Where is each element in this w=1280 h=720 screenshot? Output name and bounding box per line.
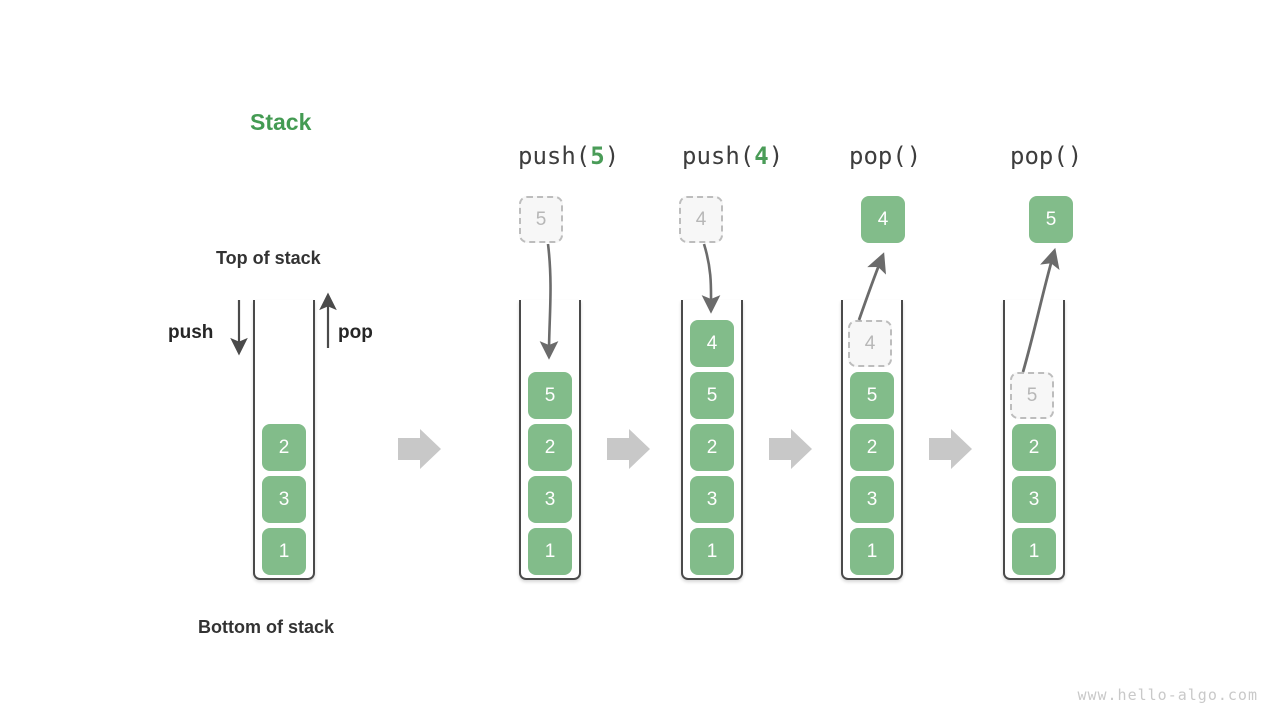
label-top-of-stack: Top of stack <box>216 248 321 268</box>
header-pop-1-fn: pop() <box>849 142 922 170</box>
stack-cell: 1 <box>690 528 734 575</box>
header-push-5-fn: push( <box>518 142 591 170</box>
header-push-4-fn: push( <box>682 142 755 170</box>
stack-cell: 2 <box>850 424 894 471</box>
floating-ghost-cell: 4 <box>679 196 723 243</box>
stack-cell: 5 <box>850 372 894 419</box>
header-push-4: push(4) <box>682 142 783 170</box>
header-push-5: push(5) <box>518 142 619 170</box>
stack-cell: 1 <box>1012 528 1056 575</box>
flow-arrow-1 <box>398 429 441 469</box>
stack-ghost-cell: 5 <box>1010 372 1054 419</box>
stack-cell: 1 <box>528 528 572 575</box>
flow-arrow-3 <box>769 429 812 469</box>
stack-cell: 5 <box>690 372 734 419</box>
flow-arrow-4 <box>929 429 972 469</box>
popped-cell: 4 <box>861 196 905 243</box>
header-push-5-close: ) <box>604 142 620 170</box>
label-pop: pop <box>338 322 373 343</box>
stack-ghost-cell: 4 <box>848 320 892 367</box>
header-pop-2: pop() <box>1010 142 1082 170</box>
stack-cell: 2 <box>528 424 572 471</box>
stack-cell: 1 <box>262 528 306 575</box>
stack-cell: 2 <box>262 424 306 471</box>
stack-cell: 3 <box>1012 476 1056 523</box>
stack-cell: 5 <box>528 372 572 419</box>
floating-ghost-cell: 5 <box>519 196 563 243</box>
page-title: Stack <box>250 109 312 135</box>
label-bottom-of-stack: Bottom of stack <box>198 617 335 637</box>
stack-cell: 2 <box>1012 424 1056 471</box>
stack-container-initial <box>253 300 315 580</box>
popped-cell: 5 <box>1029 196 1073 243</box>
header-pop-2-fn: pop() <box>1010 142 1083 170</box>
flow-arrow-2 <box>607 429 650 469</box>
stack-container-pop-4 <box>841 300 903 580</box>
header-push-5-arg: 5 <box>590 142 605 170</box>
stack-container-push-4 <box>681 300 743 580</box>
stack-cell: 3 <box>850 476 894 523</box>
stack-cell: 2 <box>690 424 734 471</box>
stack-container-pop-5 <box>1003 300 1065 580</box>
stack-cell: 4 <box>690 320 734 367</box>
stack-container-push-5 <box>519 300 581 580</box>
header-push-4-arg: 4 <box>754 142 769 170</box>
header-pop-1: pop() <box>849 142 921 170</box>
stack-cell: 1 <box>850 528 894 575</box>
header-push-4-close: ) <box>768 142 784 170</box>
label-push: push <box>168 322 214 343</box>
stack-cell: 3 <box>690 476 734 523</box>
stack-cell: 3 <box>528 476 572 523</box>
watermark: www.hello-algo.com <box>1077 686 1258 704</box>
push-4-curve-arrow <box>701 243 721 314</box>
stack-cell: 3 <box>262 476 306 523</box>
